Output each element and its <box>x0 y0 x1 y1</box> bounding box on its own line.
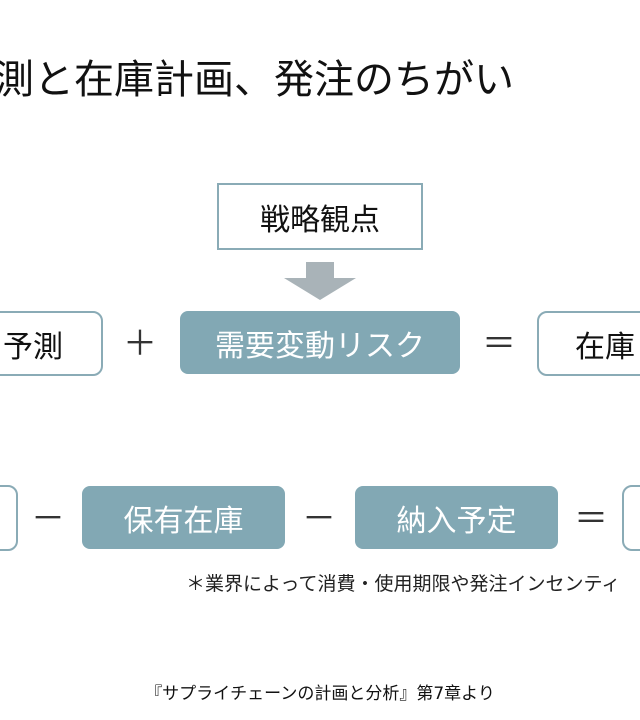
forecast-label: 予測 <box>3 329 63 365</box>
minus-operator-2: － <box>302 499 336 539</box>
row2-left-box <box>0 485 18 551</box>
forecast-box: 予測 <box>0 311 103 376</box>
plus-operator: ＋ <box>123 324 157 364</box>
down-arrow-icon <box>284 262 356 300</box>
scheduled-receipts-label: 納入予定 <box>396 503 517 539</box>
footnote: ＊業界によって消費・使用期限や発注インセンティ <box>186 573 621 595</box>
inventory-box: 在庫 <box>537 311 640 376</box>
source-citation: 『サプライチェーンの計画と分析』第7章より <box>145 684 495 704</box>
inventory-label: 在庫 <box>575 329 635 365</box>
row2-right-box <box>622 485 640 551</box>
strategy-perspective-label: 戦略観点 <box>260 202 380 238</box>
demand-variability-risk-label: 需要変動リスク <box>215 328 425 364</box>
equals-operator: ＝ <box>482 324 516 364</box>
slide-title: 測と在庫計画、発注のちがい <box>0 57 514 103</box>
strategy-perspective-box: 戦略観点 <box>217 183 423 250</box>
on-hand-inventory-box: 保有在庫 <box>82 486 285 549</box>
minus-operator-1: － <box>31 499 65 539</box>
on-hand-inventory-label: 保有在庫 <box>123 503 244 539</box>
scheduled-receipts-box: 納入予定 <box>355 486 558 549</box>
equals-operator-2: ＝ <box>574 499 608 539</box>
demand-variability-risk-box: 需要変動リスク <box>180 311 460 374</box>
